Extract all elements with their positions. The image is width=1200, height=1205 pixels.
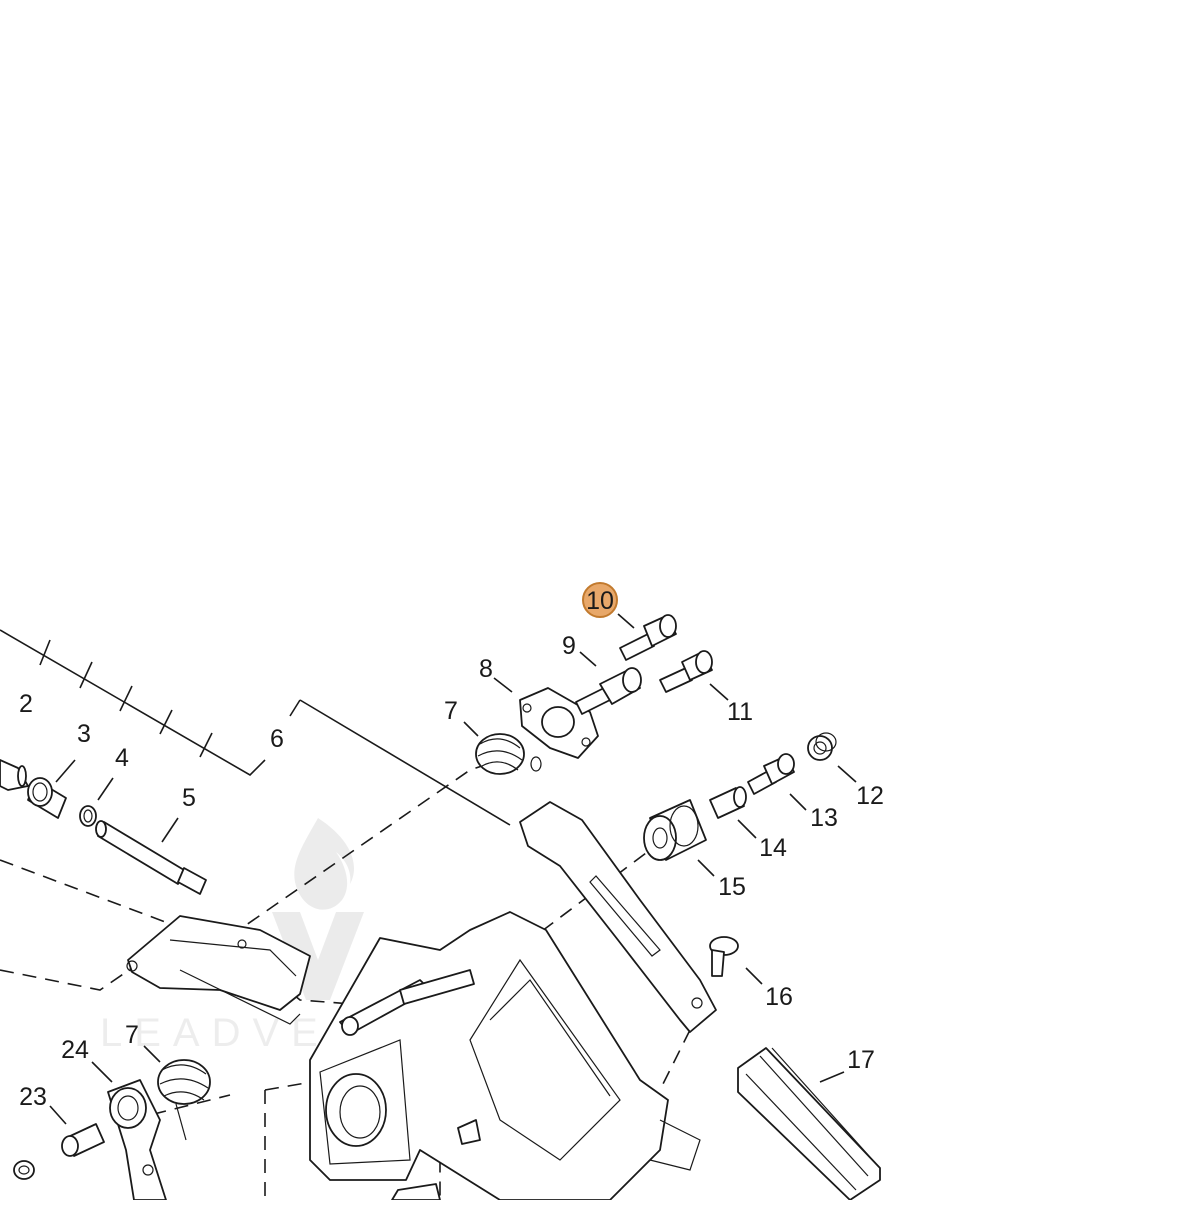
callout-2[interactable]: 2	[19, 690, 33, 718]
callout-10-highlight[interactable]: 10	[582, 582, 618, 618]
part-16-screw[interactable]	[709, 936, 739, 977]
flame-logo-icon	[294, 818, 355, 910]
part-2-connector[interactable]	[0, 759, 29, 791]
part-9-stud[interactable]	[575, 667, 642, 715]
callout-5[interactable]: 5	[182, 784, 196, 812]
part-7-spring-upper[interactable]	[475, 733, 542, 775]
callout-4[interactable]: 4	[115, 744, 129, 772]
callout-7-lower[interactable]: 7	[125, 1021, 139, 1049]
callout-23[interactable]: 23	[19, 1083, 47, 1111]
assembly-6-bracket	[0, 629, 511, 826]
v-logo-icon	[272, 912, 364, 1000]
washer-bottom[interactable]	[13, 1160, 35, 1180]
part-10-bolt[interactable]	[619, 614, 677, 661]
callout-13[interactable]: 13	[810, 804, 838, 832]
part-15-mount[interactable]	[643, 799, 707, 861]
callout-15[interactable]: 15	[718, 873, 746, 901]
callout-7-upper[interactable]: 7	[444, 697, 458, 725]
callout-10[interactable]: 10	[586, 587, 614, 615]
main-housing[interactable]	[309, 911, 701, 1201]
parts-artwork	[0, 614, 881, 1201]
part-11-bolt[interactable]	[659, 650, 713, 693]
part-7-spring-lower[interactable]	[157, 1059, 211, 1141]
part-14-sleeve[interactable]	[709, 786, 747, 819]
callout-6[interactable]: 6	[270, 725, 284, 753]
part-24-lever[interactable]	[107, 1079, 167, 1201]
throttle-bracket[interactable]	[126, 915, 475, 1036]
callout-9[interactable]: 9	[562, 632, 576, 660]
callout-3[interactable]: 3	[77, 720, 91, 748]
callout-8[interactable]: 8	[479, 655, 493, 683]
callout-17[interactable]: 17	[847, 1046, 875, 1074]
part-5-pin[interactable]	[95, 820, 207, 895]
part-17-pad[interactable]	[737, 1047, 881, 1201]
callout-16[interactable]: 16	[765, 983, 793, 1011]
callout-11[interactable]: 11	[727, 698, 753, 726]
guide-rail[interactable]	[519, 801, 717, 1033]
part-12-grommet[interactable]	[807, 732, 837, 761]
callout-14[interactable]: 14	[759, 834, 787, 862]
part-3-sleeve[interactable]	[27, 777, 67, 819]
leader-lines	[49, 613, 857, 1125]
part-23-bushing[interactable]	[61, 1123, 105, 1157]
callout-24[interactable]: 24	[61, 1036, 89, 1064]
part-4-ring[interactable]	[79, 805, 97, 827]
spring-bottom[interactable]	[391, 1183, 441, 1201]
callouts: 2 3 4 5 6 7 8 9 10 11 12 13 14 15 16 17 …	[19, 582, 884, 1111]
part-13-screw[interactable]	[747, 753, 795, 795]
callout-12[interactable]: 12	[856, 782, 884, 810]
selected-marker	[582, 582, 618, 618]
